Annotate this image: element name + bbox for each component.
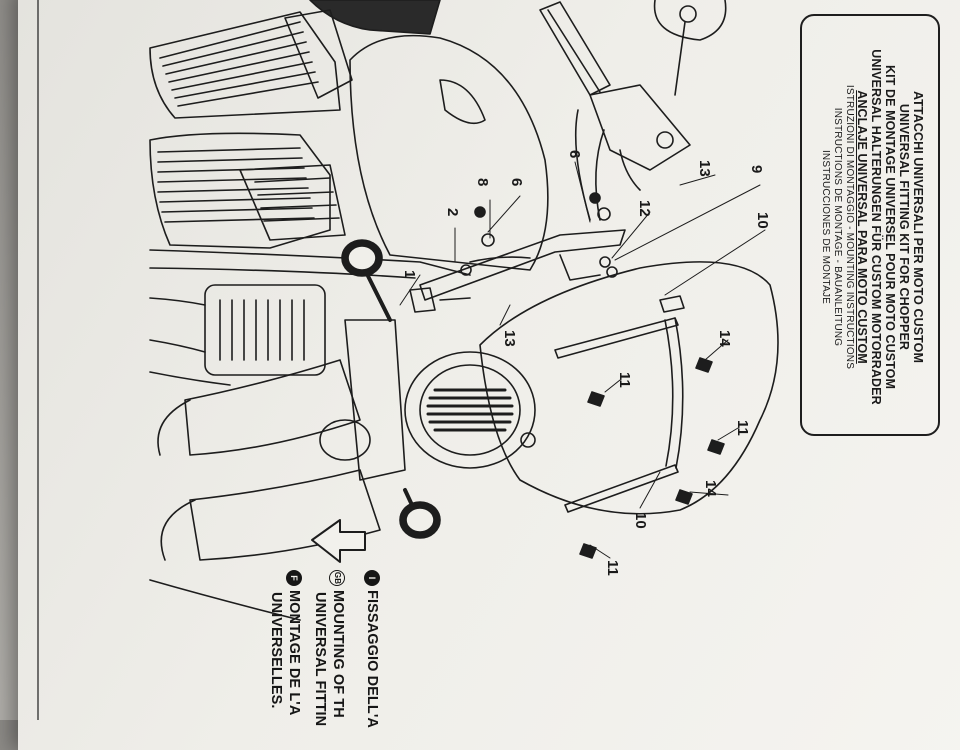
hose-2 <box>149 339 206 353</box>
part-number-14a: 14 <box>716 330 733 347</box>
instruction-sheet <box>18 0 960 750</box>
part-number-13b: 13 <box>501 330 518 347</box>
title-line-e: ANCLAJE UNIVERSAL PARA MOTO CUSTOM <box>855 90 869 364</box>
engine-cylinder <box>149 132 346 249</box>
frame-tube-upper <box>149 249 471 276</box>
lang-badge-f: F <box>286 570 302 586</box>
part-number-6b: 6 <box>566 150 583 158</box>
part-number-1: 1 <box>401 270 418 278</box>
engine-fins <box>149 9 353 119</box>
subtitle-line-1: ISTRUZIONI DI MONTAGGIO - MOUNTING INSTR… <box>844 84 855 370</box>
title-line-f: KIT DE MONTAGE UNIVERSEL POUR MOTO CUSTO… <box>883 64 897 390</box>
title-line-gb: UNIVERSAL FITTING KIT FOR CHOPPER <box>897 103 911 351</box>
part-number-11b: 11 <box>734 420 751 436</box>
instruction-text-gb-2: UNIVERSAL FITTIN <box>312 592 328 727</box>
hose-3 <box>149 371 231 386</box>
instruction-line-it: I FISSAGGIO DELL'A <box>364 570 380 728</box>
fuel-tank <box>349 34 549 271</box>
wheel-edge <box>149 579 301 621</box>
upper-mounting-bracket <box>419 229 626 301</box>
title-line-it: ATTACCHI UNIVERSALI PER MOTO CUSTOM <box>911 90 925 364</box>
title-block: ATTACCHI UNIVERSALI PER MOTO CUSTOM UNIV… <box>800 14 940 436</box>
front-fork <box>157 319 406 561</box>
subtitle-line-2: INSTRUCTIONS DE MONTAGE - BAUANLEITUNG <box>832 107 843 347</box>
instruction-line-gb: GB MOUNTING OF TH <box>329 570 346 718</box>
part-number-10b: 10 <box>632 512 649 529</box>
instruction-line-gb-2: UNIVERSAL FITTIN <box>312 592 328 726</box>
part-number-14b: 14 <box>702 480 719 497</box>
frame-dark-area <box>309 0 441 35</box>
part-number-6a: 6 <box>508 178 525 186</box>
mirror <box>653 0 727 96</box>
direction-arrow <box>311 519 366 563</box>
exploded-assembly-diagram: 1 2 8 6 6 12 13 9 10 13 14 11 11 14 10 1… <box>37 0 779 720</box>
hose-1 <box>149 297 206 306</box>
part-number-8: 8 <box>474 178 491 186</box>
title-line-d: UNIVERSAL HALTERUNGEN FÜR CUSTOM MOTORRA… <box>869 49 883 405</box>
turn-signal-lower <box>399 488 441 539</box>
subtitle-line-3: INSTRUCCIONES DE MONTAJE <box>820 149 831 305</box>
title-text: ATTACCHI UNIVERSALI PER MOTO CUSTOM UNIV… <box>809 27 935 427</box>
lang-badge-gb: GB <box>329 570 345 586</box>
instruction-text-f-2: UNIVERSELLES. <box>268 592 284 709</box>
fork-cap <box>319 419 371 461</box>
fork-clamp <box>409 287 436 313</box>
windshield-support-bars <box>554 295 685 513</box>
headlight <box>404 351 536 469</box>
part-number-11a: 11 <box>616 372 633 388</box>
part-number-10a: 10 <box>754 212 771 229</box>
leader-lines <box>399 161 766 559</box>
part-number-13a: 13 <box>696 160 713 177</box>
instruction-text-it: FISSAGGIO DELL'A <box>364 590 380 728</box>
windshield <box>479 261 779 515</box>
instruction-line-f-2: UNIVERSELLES. <box>268 592 284 709</box>
part-number-9: 9 <box>748 165 765 173</box>
hardware-fasteners <box>474 192 725 559</box>
radiator-grille <box>204 284 326 376</box>
frame-tube-lower <box>149 267 416 279</box>
clamp-bolt <box>439 297 471 301</box>
handlebar-lever <box>539 1 691 221</box>
instruction-text-f: MONTAGE DE L'A <box>286 590 302 716</box>
part-number-12: 12 <box>636 200 653 217</box>
instruction-line-f: F MONTAGE DE L'A <box>286 570 302 715</box>
part-number-2: 2 <box>444 208 461 216</box>
turn-signal-upper <box>341 239 392 322</box>
tank-badge <box>439 79 486 125</box>
lang-badge-it: I <box>364 570 380 586</box>
part-number-11c: 11 <box>604 560 621 576</box>
instruction-text-gb: MOUNTING OF TH <box>330 590 346 718</box>
